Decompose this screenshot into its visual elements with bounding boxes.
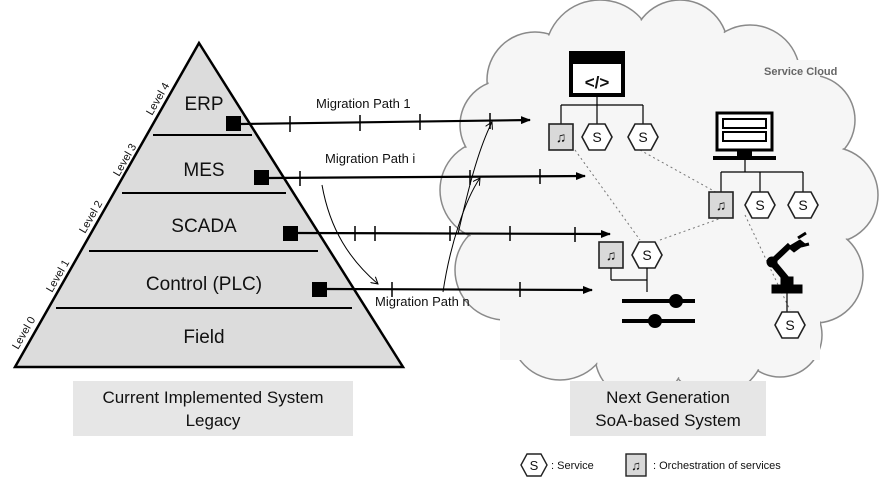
svg-text:♫: ♫ xyxy=(631,458,641,473)
service-cloud-fill xyxy=(441,1,877,399)
level-1-label: Control (PLC) xyxy=(146,274,262,295)
level-0-label: Field xyxy=(183,327,224,348)
soa-caption-line-1: Next Generation xyxy=(606,388,730,407)
legacy-caption-box xyxy=(73,381,353,436)
hexagon-service-icon: S xyxy=(581,123,613,151)
svg-text:S: S xyxy=(755,197,764,213)
svg-text:♫: ♫ xyxy=(556,129,567,145)
level-2-label: SCADA xyxy=(171,216,237,237)
svg-text:S: S xyxy=(638,129,647,145)
migration-path-n-start xyxy=(312,282,327,297)
transition-curve-up-2 xyxy=(457,122,492,235)
code-window-icon: </> xyxy=(569,51,625,97)
music-note-icon: ♫ xyxy=(598,241,624,269)
svg-text:S: S xyxy=(530,458,539,473)
migration-path-i-start xyxy=(254,170,269,185)
legacy-caption-line-2: Legacy xyxy=(186,411,241,430)
legend: S : Service ♫ : Orchestration of service… xyxy=(520,453,781,477)
transition-curve-down xyxy=(321,184,378,284)
migration-path-scada-start xyxy=(283,226,298,241)
legend-orchestration-label: : Orchestration of services xyxy=(653,460,781,472)
music-note-icon: ♫ xyxy=(548,123,574,151)
svg-text:S: S xyxy=(642,247,651,263)
migration-path-1 xyxy=(239,113,531,132)
migration-path-n-label: Migration Path n xyxy=(375,294,470,309)
migration-path-n xyxy=(325,282,593,297)
control-service-tree xyxy=(610,268,648,292)
level-4-label: ERP xyxy=(184,94,223,115)
svg-text:</>: </> xyxy=(585,73,610,92)
migration-path-i xyxy=(267,169,586,186)
svg-text:S: S xyxy=(785,317,794,333)
migration-path-scada xyxy=(295,226,611,242)
svg-text:S: S xyxy=(592,129,601,145)
hexagon-service-icon: S xyxy=(631,241,663,269)
svg-text:S: S xyxy=(798,197,807,213)
hexagon-service-icon: S xyxy=(787,191,819,219)
migration-path-1-start xyxy=(226,116,241,131)
cloud-label: Service Cloud xyxy=(764,66,837,78)
migration-path-i-label: Migration Path i xyxy=(325,151,415,166)
svg-text:♫: ♫ xyxy=(606,247,617,263)
soa-caption-line-2: SoA-based System xyxy=(595,411,741,430)
migration-path-1-label: Migration Path 1 xyxy=(316,96,411,111)
legacy-caption-line-1: Current Implemented System xyxy=(102,388,323,407)
hexagon-service-icon: S xyxy=(520,453,548,477)
hexagon-service-icon: S xyxy=(774,311,806,339)
music-note-icon: ♫ xyxy=(625,453,647,477)
legend-service-label: : Service xyxy=(551,460,594,472)
transition-curve-up-1 xyxy=(442,178,480,293)
pyramid xyxy=(12,40,406,369)
svg-text:♫: ♫ xyxy=(716,197,727,213)
music-note-icon: ♫ xyxy=(708,191,734,219)
robot-arm-icon xyxy=(766,231,810,294)
computer-icon xyxy=(713,111,776,160)
code-service-tree xyxy=(560,95,644,124)
slider-control-icon xyxy=(622,294,695,328)
soa-caption-box xyxy=(570,381,766,436)
hexagon-service-icon: S xyxy=(744,191,776,219)
hexagon-service-icon: S xyxy=(627,123,659,151)
level-3-label: MES xyxy=(183,160,224,181)
computer-service-tree xyxy=(720,160,804,192)
